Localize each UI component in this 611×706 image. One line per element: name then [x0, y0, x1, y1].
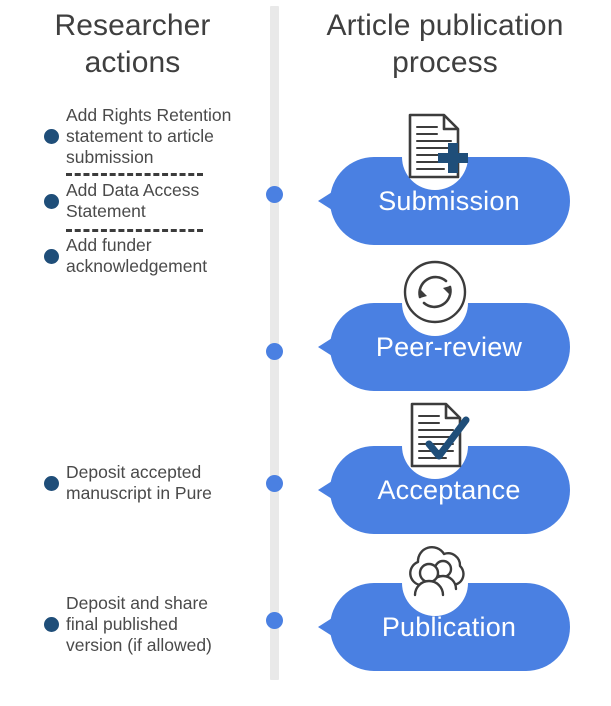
action-text: Add funder acknowledgement [66, 235, 208, 276]
process-node-submission[interactable]: Submission [300, 113, 570, 245]
bullet-icon [44, 248, 59, 264]
dashed-separator [66, 173, 203, 176]
action-text: Deposit and share final published versio… [66, 592, 212, 655]
document-check-icon [396, 396, 474, 474]
node-label: Peer-review [375, 331, 523, 362]
cloud-people-icon [396, 533, 474, 611]
list-item: Add Rights Retention statement to articl… [44, 105, 276, 167]
bullet-icon [44, 475, 59, 491]
refresh-cycle-icon [396, 253, 474, 331]
node-label: Acceptance [377, 474, 521, 505]
connector-dot-peer-review [266, 343, 283, 360]
document-plus-icon [396, 107, 474, 185]
connector-dot-acceptance [266, 475, 283, 492]
list-item: Add Data Access Statement [44, 180, 276, 222]
list-item: Deposit and share final published versio… [44, 582, 276, 666]
column-header-researcher-actions: Researcher actions [54, 9, 211, 79]
process-node-peer-review[interactable]: Peer-review [300, 260, 570, 391]
action-text: Add Rights Retention statement to articl… [66, 104, 232, 167]
column-header-article-publication-process: Article publication process [326, 9, 564, 79]
connector-dot-publication [266, 612, 283, 629]
process-node-publication[interactable]: Publication [300, 546, 570, 671]
list-item: Deposit accepted manuscript in Pure [44, 462, 276, 504]
node-label: Publication [381, 611, 517, 642]
list-item: Add funder acknowledgement [44, 235, 276, 277]
dashed-separator [66, 229, 203, 232]
action-text: Add Data Access Statement [66, 180, 200, 221]
bullet-icon [44, 193, 59, 209]
bullet-icon [44, 616, 59, 632]
action-text: Deposit accepted manuscript in Pure [66, 462, 212, 503]
process-node-acceptance[interactable]: Acceptance [300, 402, 570, 534]
node-label: Submission [378, 185, 520, 216]
bullet-icon [44, 128, 59, 144]
connector-dot-submission [266, 186, 283, 203]
